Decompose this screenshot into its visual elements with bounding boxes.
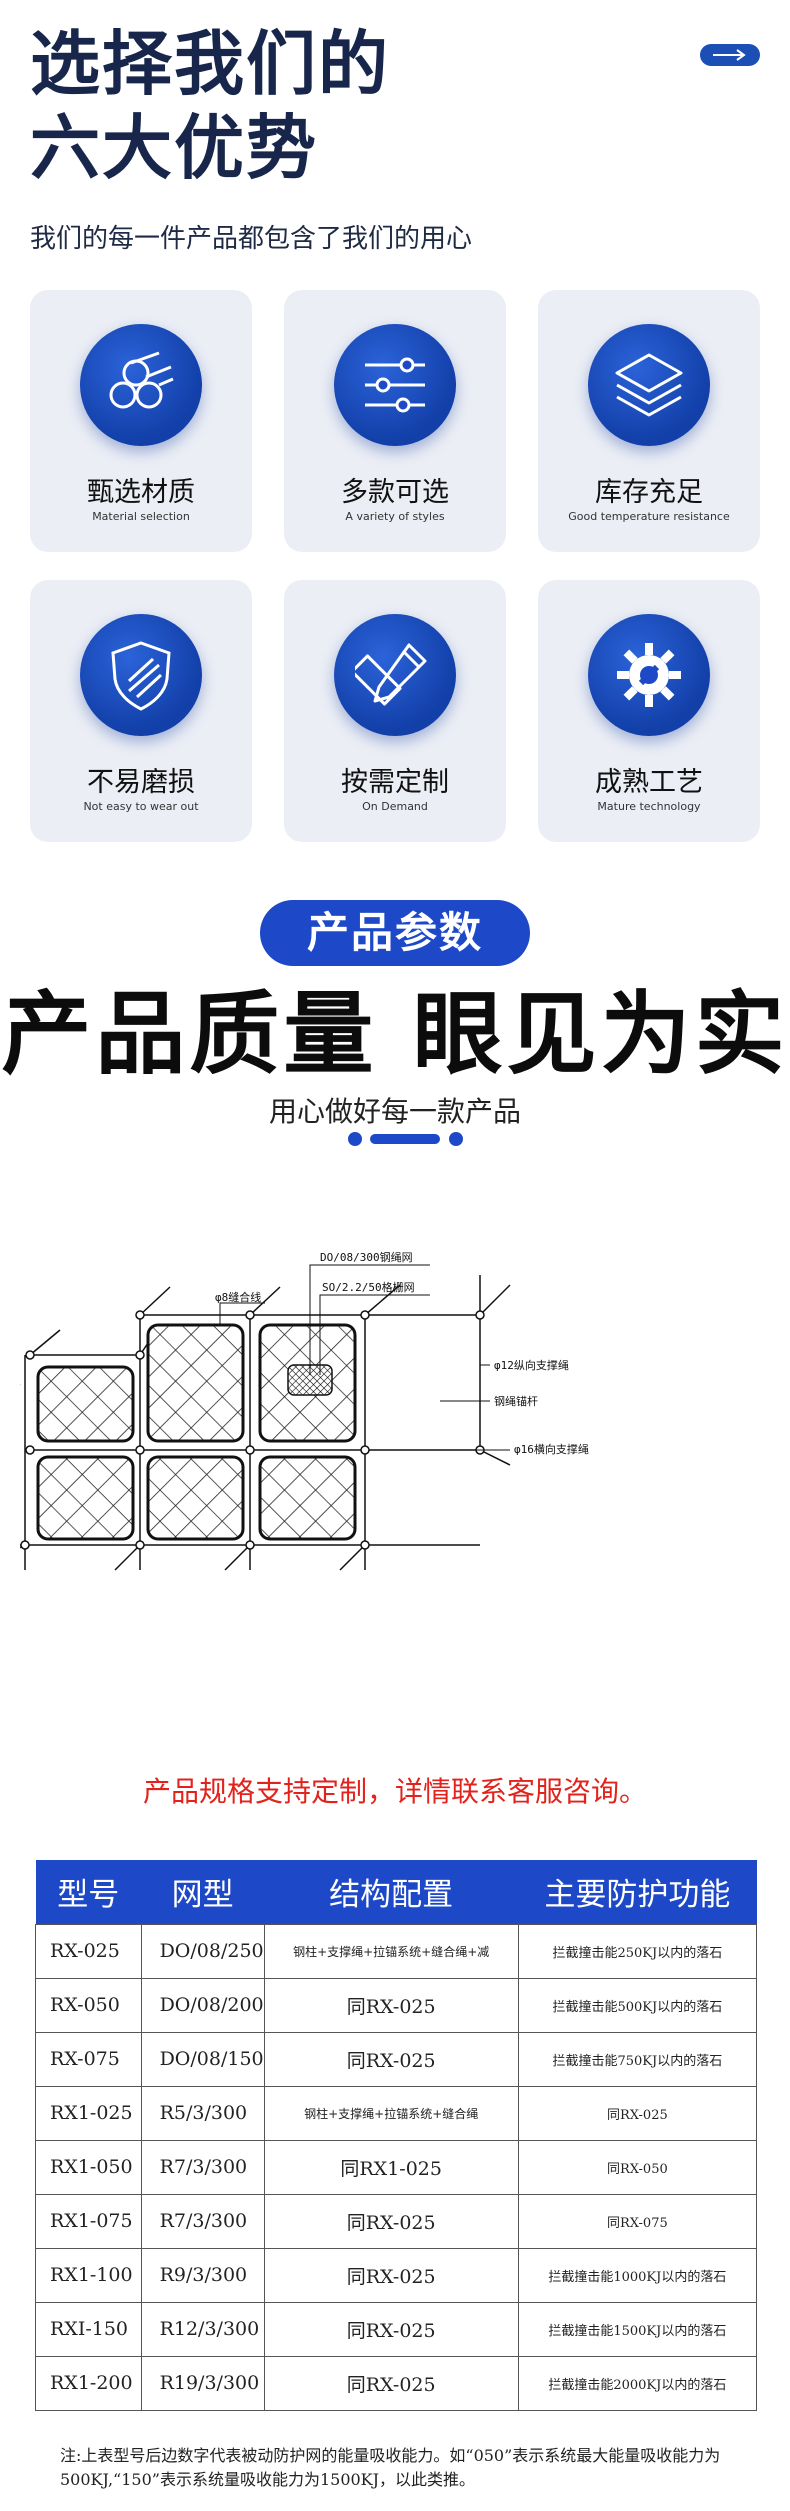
col-header-net-type: 网型 [141,1860,265,1924]
cell-function: 拦截撞击能1500KJ以内的落石 [517,2301,758,2357]
cell-net-type: R7/3/300 [140,2193,265,2249]
cell-function: 拦截撞击能750KJ以内的落石 [517,2031,758,2087]
advantage-card-stock: 库存充足 Good temperature resistance [538,290,760,552]
cell-structure: 同RX-025 [263,2301,519,2357]
cell-function: 同RX-025 [517,2085,758,2141]
cell-model: RX1-025 [35,2085,142,2141]
sliders-icon [365,357,425,413]
diagram-label-vertical-rope: φ12纵向支撑绳 [494,1358,569,1372]
advantage-title: 不易磨损 [87,767,195,798]
advantage-card-craft: 成熟工艺 Mature technology [538,580,760,842]
cell-function: 拦截撞击能500KJ以内的落石 [517,1977,758,2033]
cell-structure: 同RX-025 [263,2031,519,2087]
cell-structure: 同RX-025 [263,2247,519,2303]
arrow-right-icon [713,49,746,61]
cell-net-type: R12/3/300 [140,2301,265,2357]
cell-net-type: DO/08/200 [140,1977,265,2033]
advantage-card-styles: 多款可选 A variety of styles [284,290,506,552]
cell-net-type: DO/08/150 [140,2031,265,2087]
params-badge: 产品参数 [260,900,530,966]
cell-function: 拦截撞击能250KJ以内的落石 [517,1923,758,1979]
cell-function: 同RX-050 [517,2139,758,2195]
cell-net-type: DO/08/250 [140,1923,265,1979]
next-arrow-button[interactable] [700,44,760,66]
cell-model: RX-050 [35,1977,142,2033]
cell-model: RX-075 [35,2031,142,2087]
customization-notice: 产品规格支持定制，详情联系客服咨询。 [142,1775,647,1808]
cell-net-type: R5/3/300 [140,2085,265,2141]
cell-function: 拦截撞击能1000KJ以内的落石 [517,2247,758,2303]
cell-net-type: R7/3/300 [140,2139,265,2195]
pencil-ruler-icon [355,643,427,706]
cell-model: RX1-200 [35,2355,142,2411]
shield-icon [111,641,171,711]
params-title: 产品质量 眼见为实 [1,982,789,1087]
title-line-2: 六大优势 [30,107,318,189]
net-structure-diagram: DO/08/300钢绳网 SO/2.2/50格栅网 φ8缝合线 φ12纵向支撑绳… [20,1250,589,1571]
cell-model: RX-025 [35,1923,142,1979]
advantage-subtitle: A variety of styles [345,510,445,523]
advantage-title: 甄选材质 [87,477,195,508]
cell-model: RX1-050 [35,2139,142,2195]
advantage-card-custom: 按需定制 On Demand [284,580,506,842]
diagram-label-grid-net: SO/2.2/50格栅网 [322,1280,415,1294]
cell-structure: 同RX-025 [263,1977,519,2033]
col-header-structure: 结构配置 [264,1860,519,1924]
diagram-label-anchor: 钢绳锚杆 [494,1394,538,1408]
cell-function: 拦截撞击能2000KJ以内的落石 [517,2355,758,2411]
params-subtitle: 用心做好每一款产品 [268,1095,521,1128]
advantage-card-durable: 不易磨损 Not easy to wear out [30,580,252,842]
advantage-subtitle: Not easy to wear out [83,800,199,813]
diagram-label-horizontal-rope: φ16横向支撑绳 [514,1442,589,1456]
pipes-icon [109,351,174,409]
advantage-title: 成熟工艺 [595,767,703,798]
cell-net-type: R9/3/300 [140,2247,265,2303]
cell-structure: 钢柱+支撑绳+拉锚系统+缝合绳 [263,2085,519,2141]
page-title: 选择我们的 六大优势 [30,22,590,190]
advantage-subtitle: On Demand [362,800,428,813]
cell-model: RX1-075 [35,2193,142,2249]
diagram-label-seam-rope: φ8缝合线 [215,1290,261,1304]
advantage-card-material: 甄选材质 Material selection [30,290,252,552]
advantage-title: 多款可选 [341,477,449,508]
gear-wrench-icon [617,643,681,707]
col-header-function: 主要防护功能 [518,1860,757,1924]
cell-structure: 同RX-025 [263,2193,519,2249]
advantage-title: 按需定制 [341,767,449,798]
advantage-title: 库存充足 [595,477,703,508]
section-divider-dots [348,1132,463,1146]
cell-structure: 同RX1-025 [263,2139,519,2195]
advantage-subtitle: Material selection [92,510,190,523]
cell-net-type: R19/3/300 [140,2355,265,2411]
col-header-model: 型号 [35,1860,142,1924]
title-line-1: 选择我们的 [30,23,390,105]
cell-model: RXI-150 [35,2301,142,2357]
layers-icon [615,353,683,417]
table-header-row: 型号 网型 结构配置 主要防护功能 [35,1860,757,1924]
cell-model: RX1-100 [35,2247,142,2303]
page-subtitle: 我们的每一件产品都包含了我们的用心 [30,224,473,254]
advantage-subtitle: Good temperature resistance [568,510,730,523]
cell-structure: 钢柱+支撑绳+拉锚系统+缝合绳+减 [263,1923,519,1979]
advantage-subtitle: Mature technology [597,800,701,813]
diagram-label-rope-net: DO/08/300钢绳网 [320,1250,413,1264]
cell-structure: 同RX-025 [263,2355,519,2411]
cell-function: 同RX-075 [517,2193,758,2249]
footnote: 注:上表型号后边数字代表被动防护网的能量吸收能力。如“050”表示系统最大能量吸… [60,2446,721,2489]
